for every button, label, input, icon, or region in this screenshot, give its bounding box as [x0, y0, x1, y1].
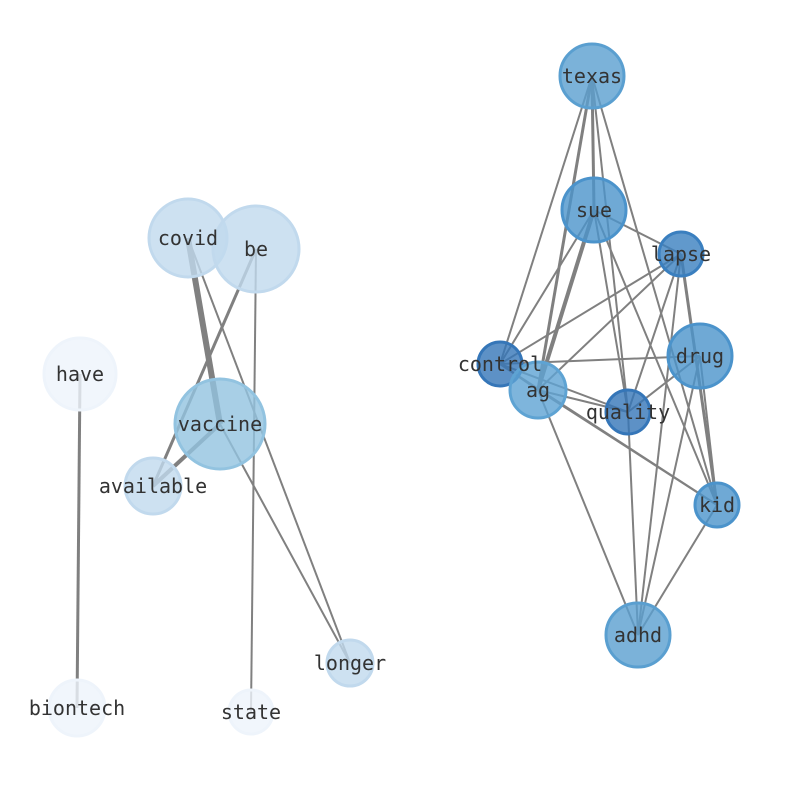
edge-quality-adhd — [627, 411, 639, 636]
edge-be-state — [250, 248, 257, 713]
node-circle-be — [211, 204, 301, 294]
edge-sue-quality — [593, 209, 629, 413]
edge-lapse-control — [499, 253, 682, 365]
node-circle-biontech — [47, 678, 107, 738]
node-circle-sue — [560, 176, 628, 244]
node-circle-adhd — [604, 601, 672, 669]
node-label: lapse — [651, 242, 711, 266]
edge-lapse-ag — [537, 253, 682, 391]
node-label: have — [56, 362, 104, 386]
node-circle-control — [476, 340, 524, 388]
node-circle-quality — [604, 388, 652, 436]
node-label: quality — [586, 400, 670, 424]
node-circle-have — [42, 336, 118, 412]
node-label: biontech — [29, 696, 125, 720]
node-circle-kid — [693, 481, 741, 529]
node-label: state — [221, 700, 281, 724]
node-label: sue — [576, 198, 612, 222]
node-label: available — [99, 474, 207, 498]
node-label: control — [458, 352, 542, 376]
edge-texas-kid — [591, 75, 718, 506]
edge-lapse-adhd — [637, 253, 682, 636]
edge-ag-adhd — [537, 389, 639, 636]
edge-have-biontech — [75, 373, 82, 709]
node-label: ag — [526, 378, 550, 402]
node-circle-lapse — [657, 230, 705, 278]
edge-texas-quality — [591, 75, 629, 413]
node-label: kid — [699, 493, 735, 517]
node-circle-available — [123, 456, 183, 516]
node-circle-drug — [666, 322, 734, 390]
edge-texas-control — [499, 75, 593, 365]
node-label: longer — [314, 651, 386, 675]
node-label: adhd — [614, 623, 662, 647]
node-label: vaccine — [178, 412, 262, 436]
nodes-layer — [42, 42, 741, 738]
node-label: texas — [562, 64, 622, 88]
node-circle-texas — [558, 42, 626, 110]
node-circle-longer — [325, 638, 375, 688]
edge-lapse-quality — [627, 253, 682, 413]
node-label: drug — [676, 344, 724, 368]
node-circle-vaccine — [173, 377, 267, 471]
edge-ag-kid — [537, 389, 718, 506]
edge-texas-ag — [536, 75, 594, 391]
node-circle-ag — [508, 360, 568, 420]
edge-covid-longer — [187, 237, 351, 664]
node-label: be — [244, 237, 268, 261]
edge-drug-adhd — [637, 355, 701, 636]
node-label: covid — [158, 226, 218, 250]
node-circle-state — [227, 688, 275, 736]
